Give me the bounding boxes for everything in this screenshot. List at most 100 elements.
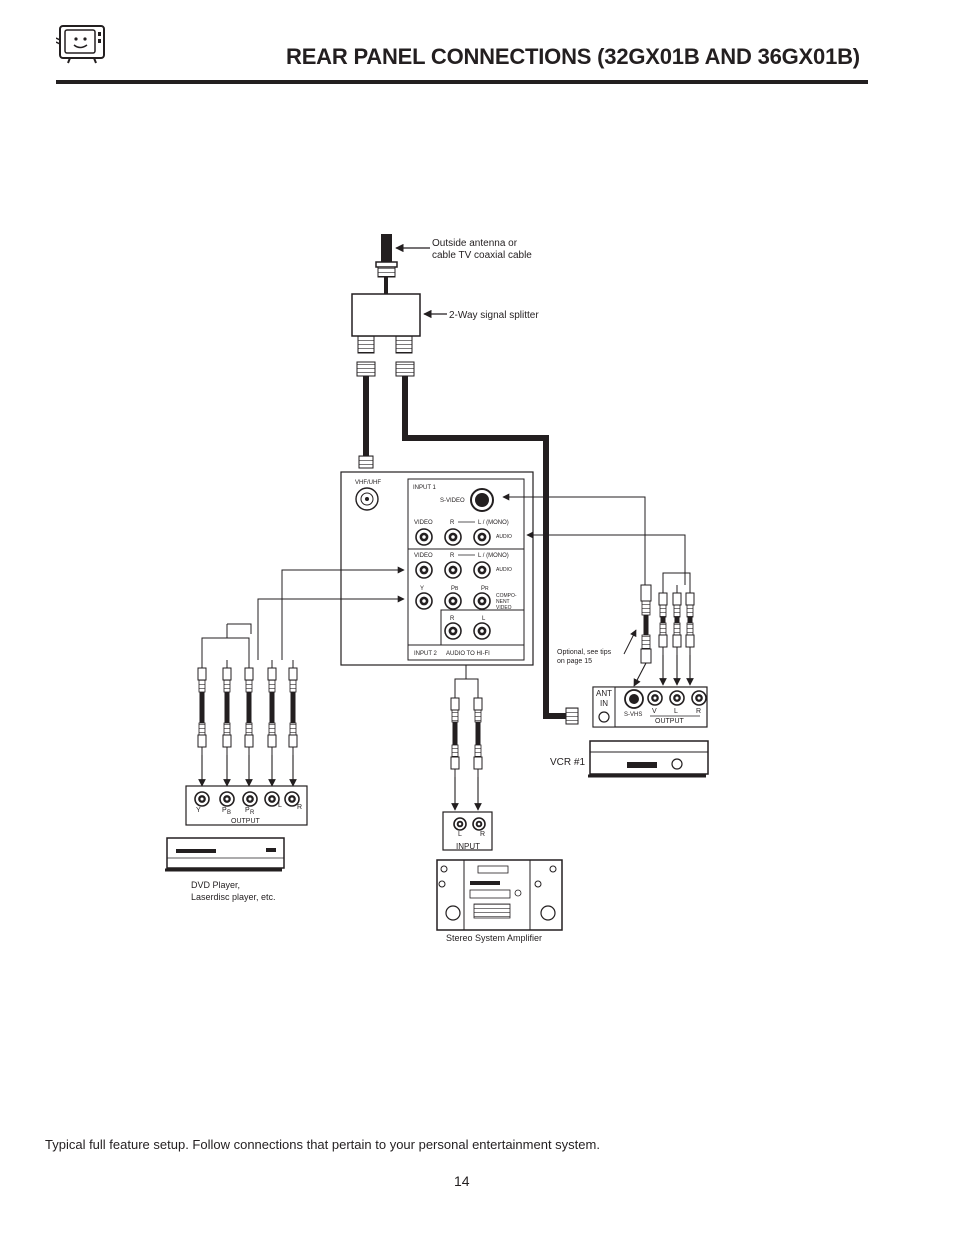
rca-cable <box>685 585 695 686</box>
vcr-output-label: OUTPUT <box>655 718 685 725</box>
dvd-pb-p-label: P <box>222 807 227 814</box>
antenna-label-2: cable TV coaxial cable <box>432 250 532 261</box>
amp-l-label: L <box>458 831 462 838</box>
tv-rca-jack <box>415 561 433 579</box>
dvd-label-2: Laserdisc player, etc. <box>191 892 276 902</box>
dvd-rca-jack <box>242 791 258 807</box>
audio-label-1: AUDIO <box>496 534 512 540</box>
caption: Typical full feature setup. Follow conne… <box>45 1137 600 1152</box>
amp-panel: L R INPUT <box>442 811 493 851</box>
tv-rca-jack <box>473 561 491 579</box>
stereo-amplifier-icon <box>436 859 563 931</box>
vcr-rca-jack <box>669 690 685 706</box>
svideo-cable <box>633 584 652 687</box>
rca-cable <box>473 690 483 811</box>
amp-rca-jack <box>453 817 467 831</box>
tv-rca-jack <box>444 528 462 546</box>
antenna-label-1: Outside antenna or <box>432 238 518 249</box>
splitter-label: 2-Way signal splitter <box>449 310 539 321</box>
rca-cable <box>244 660 254 787</box>
l-mono-label-2: L / (MONO) <box>478 553 509 559</box>
amp-rca-jack <box>472 817 486 831</box>
pb-p-label: P <box>451 586 455 592</box>
dvd-rca-jack <box>284 791 300 807</box>
input1-label: INPUT 1 <box>413 485 437 491</box>
pr-p-label: P <box>481 586 485 592</box>
dvd-r-label: R <box>297 804 302 811</box>
component-label-1: COMPO- <box>496 593 517 599</box>
rca-cable <box>222 660 232 787</box>
splitter-icon <box>351 293 579 725</box>
component-label-2: NENT <box>496 599 510 605</box>
dvd-output-label: OUTPUT <box>231 818 261 825</box>
tv-rca-jack <box>444 622 462 640</box>
svideo-label: S-VIDEO <box>440 498 465 504</box>
vcr-in-label: IN <box>600 699 608 708</box>
amp-input-label: INPUT <box>456 842 480 851</box>
vcr-r-label: R <box>696 708 701 715</box>
tv-rca-jack <box>415 592 433 610</box>
amp-r-label: R <box>480 831 485 838</box>
signal-lines <box>201 493 691 690</box>
dvd-pr-p-label: P <box>245 807 250 814</box>
vcr-panel: ANT IN S-VHS V L R OUTPUT <box>592 686 708 728</box>
audio-label-2: AUDIO <box>496 567 512 573</box>
tv-rca-jack <box>473 622 491 640</box>
rca-cable <box>197 660 207 787</box>
tv-mascot-icon <box>56 25 105 64</box>
component-label-3: VIDEO <box>496 605 512 611</box>
antenna-cable <box>375 234 398 294</box>
tv-rca-jack <box>473 592 491 610</box>
rca-cable <box>267 660 277 787</box>
dvd-pr-r-label: R <box>250 810 255 816</box>
dvd-player-icon <box>165 837 285 872</box>
tv-rca-jack <box>415 528 433 546</box>
tv-rca-jack <box>473 528 491 546</box>
tv-jacks <box>415 528 491 640</box>
amplifier-label: Stereo System Amplifier <box>446 933 542 943</box>
y-label: Y <box>420 586 424 592</box>
l-mono-label-1: L / (MONO) <box>478 520 509 526</box>
title-rule <box>56 80 868 84</box>
tv-rear-panel: VHF/UHF INPUT 1 S-VIDEO VIDEO R L / (MON… <box>340 471 534 666</box>
rca-cable <box>672 585 682 686</box>
rca-cable <box>658 585 668 686</box>
dvd-rca-jack <box>264 791 280 807</box>
dvd-rca-jack <box>219 791 235 807</box>
hifi-r-label: R <box>450 616 455 622</box>
vcr-svhs-label: S-VHS <box>624 712 642 718</box>
vcr-rca-jack <box>691 690 707 706</box>
tv-rca-jack <box>444 592 462 610</box>
tv-rca-jack <box>444 561 462 579</box>
optional-tips-label-1: Optional, see tips <box>557 649 612 656</box>
rca-cable <box>288 660 298 787</box>
page-number: 14 <box>454 1173 470 1189</box>
vcr-label: VCR #1 <box>550 757 585 768</box>
dvd-y-label: Y <box>196 807 201 814</box>
dvd-rca-jack <box>194 791 210 807</box>
device-jacks <box>194 690 707 831</box>
page-title: REAR PANEL CONNECTIONS (32GX01B AND 36GX… <box>286 44 860 69</box>
pb-b-label: B <box>455 586 459 592</box>
vcr-ant-label: ANT <box>596 689 612 698</box>
dvd-pb-b-label: B <box>227 810 231 816</box>
vcr-icon <box>588 740 709 778</box>
video-label-2: VIDEO <box>414 553 433 559</box>
r-label-1: R <box>450 520 455 526</box>
input2-label: INPUT 2 <box>414 651 438 657</box>
optional-tips-label-2: on page 15 <box>557 658 592 665</box>
rca-cable <box>450 690 460 811</box>
vcr-v-label: V <box>652 708 657 715</box>
rca-cables <box>197 584 695 811</box>
hifi-l-label: L <box>482 616 486 622</box>
r-label-2: R <box>450 553 455 559</box>
dvd-label-1: DVD Player, <box>191 880 240 890</box>
video-label-1: VIDEO <box>414 520 433 526</box>
vhf-uhf-label: VHF/UHF <box>355 480 381 486</box>
vcr-l-label: L <box>674 708 678 715</box>
vcr-rca-jack <box>647 690 663 706</box>
pr-r-label: R <box>485 586 489 592</box>
audio-hifi-label: AUDIO TO HI-FI <box>446 651 490 657</box>
dvd-l-label: L <box>278 802 282 809</box>
